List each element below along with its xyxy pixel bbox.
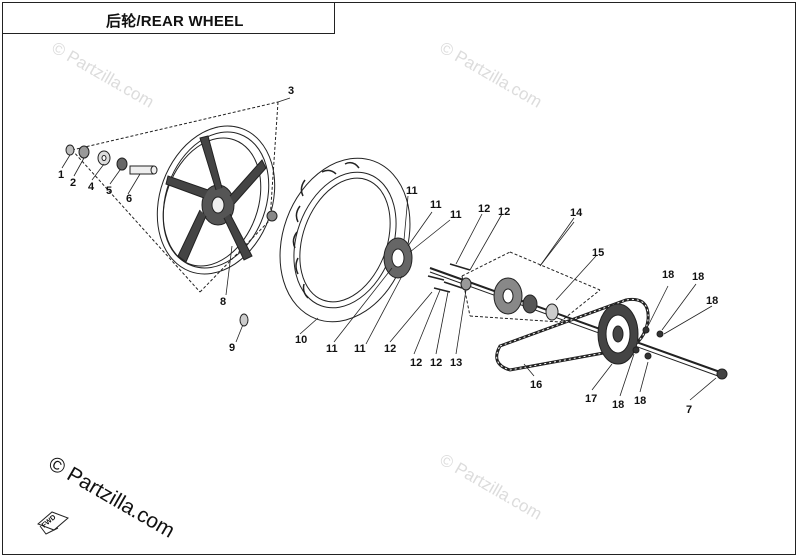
bolts-12	[427, 263, 471, 293]
hub-damper	[383, 237, 413, 279]
callout-2: 2	[70, 177, 76, 189]
callout-17: 17	[585, 393, 597, 405]
callout-18-a: 18	[612, 399, 624, 411]
left-spacers	[65, 144, 158, 175]
callout-18-c: 18	[662, 269, 674, 281]
callout-5: 5	[106, 185, 112, 197]
callout-18-e: 18	[706, 295, 718, 307]
leader-lines	[61, 97, 717, 401]
rear-sprocket	[597, 303, 639, 365]
callout-12-e: 12	[498, 206, 510, 218]
callout-6: 6	[126, 193, 132, 205]
callout-11-c: 11	[406, 185, 418, 197]
callout-11-b: 11	[354, 343, 366, 355]
callout-12-c: 12	[430, 357, 442, 369]
callout-14: 14	[570, 207, 583, 219]
callout-15: 15	[592, 247, 604, 259]
callout-18-b: 18	[634, 395, 646, 407]
group-bracket-14	[461, 251, 601, 323]
drive-chain	[495, 297, 650, 372]
callout-16: 16	[530, 379, 542, 391]
callout-numbers: 1 2 3 4 5 6 7 8 9 10 11 11 11 11 11 12 1…	[41, 85, 718, 530]
sprocket-carrier	[460, 277, 559, 321]
title-box: 后轮/REAR WHEEL	[2, 2, 335, 34]
valve-stem-9	[239, 313, 249, 327]
callout-9: 9	[229, 342, 235, 354]
callout-4: 4	[88, 181, 95, 193]
callout-11-e: 11	[450, 209, 462, 221]
diagram-title: 后轮/REAR WHEEL	[106, 13, 244, 30]
sprocket-nuts	[632, 326, 664, 360]
group-bracket-3	[71, 101, 279, 293]
callout-12-a: 12	[384, 343, 396, 355]
callout-7: 7	[686, 404, 692, 416]
callout-12-b: 12	[410, 357, 422, 369]
callout-11-a: 11	[326, 343, 338, 355]
callout-13: 13	[450, 357, 462, 369]
callout-3: 3	[288, 85, 294, 97]
forward-marker-icon	[37, 511, 69, 535]
rear-rim	[156, 125, 278, 275]
rear-tire	[279, 157, 411, 323]
callout-10: 10	[295, 334, 307, 346]
callout-8: 8	[220, 296, 226, 308]
callout-1: 1	[58, 169, 64, 181]
callout-12-d: 12	[478, 203, 490, 215]
callout-18-d: 18	[692, 271, 704, 283]
callout-11-d: 11	[430, 199, 442, 211]
